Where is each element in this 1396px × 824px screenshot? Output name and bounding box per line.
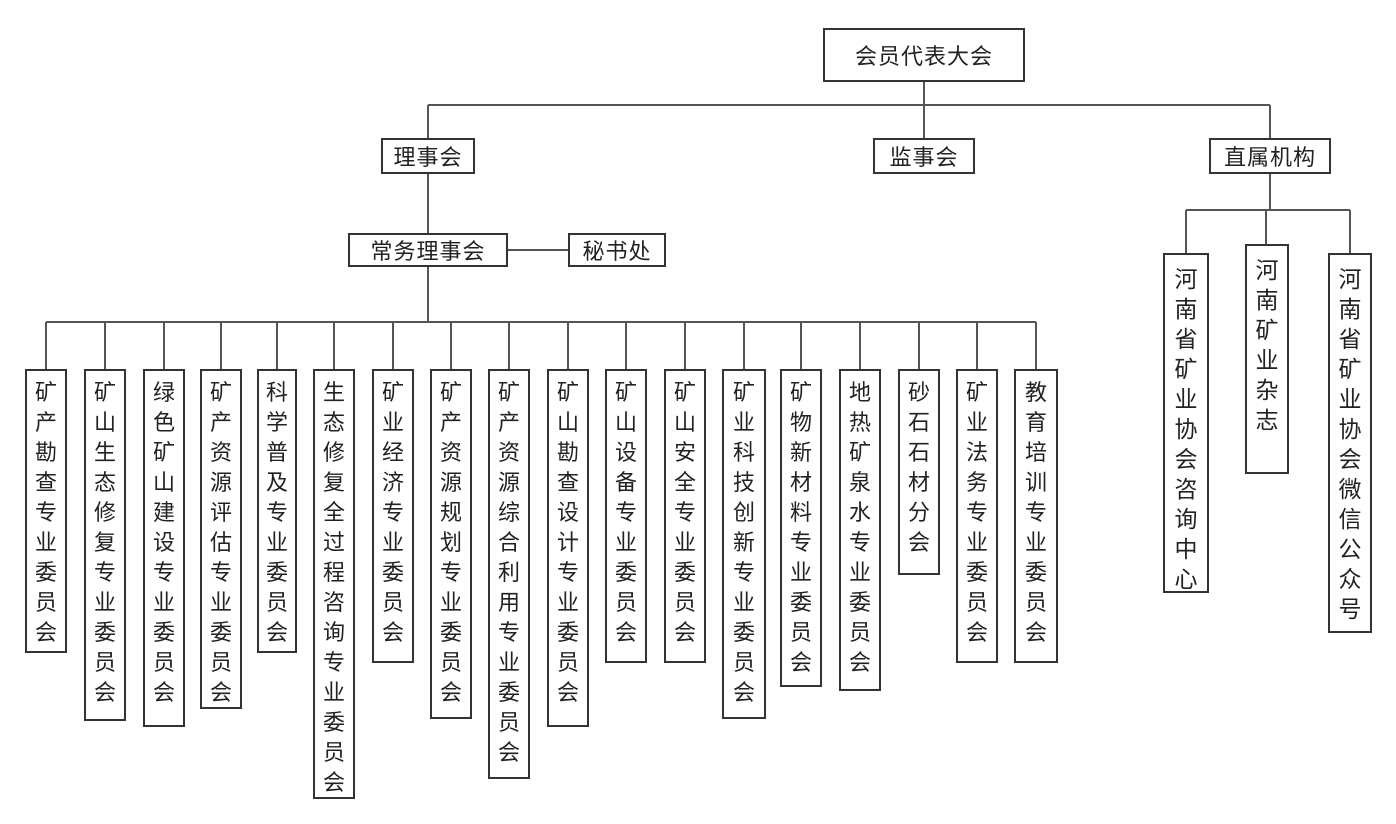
committee-drops [45,322,1037,369]
committee-node: 矿山勘查设计专业委员会 [547,369,589,727]
board-node: 理事会 [381,138,475,174]
committee-node: 砂石石材分会 [898,369,940,575]
committee-label: 生态修复全过程咨询专业委员会 [322,381,345,796]
standing-board-label: 常务理事会 [370,240,486,265]
direct-institutions-node: 直属机构 [1209,138,1331,174]
committee-node: 矿业科技创新专业委员会 [722,369,766,719]
committee-node: 科学普及专业委员会 [257,369,297,653]
committee-label: 科学普及专业委员会 [265,381,288,646]
institution-node: 河南矿业杂志 [1245,244,1289,474]
committee-node: 矿业法务专业委员会 [956,369,998,663]
committee-node: 生态修复全过程咨询专业委员会 [313,369,355,799]
committee-label: 绿色矿山建设专业委员会 [152,381,175,706]
committee-label: 矿山勘查设计专业委员会 [556,381,579,706]
committee-label: 地热矿泉水专业委员会 [848,381,871,676]
committee-node: 地热矿泉水专业委员会 [839,369,881,691]
institution-node: 河南省矿业协会咨询中心 [1163,253,1209,593]
committee-node: 矿业经济专业委员会 [372,369,414,663]
committee-label: 矿产资源综合利用专业委员会 [497,381,520,766]
committee-node: 矿产资源规划专业委员会 [430,369,472,719]
root-label: 会员代表大会 [854,45,993,70]
committee-node: 矿山安全专业委员会 [664,369,706,663]
committee-label: 矿产勘查专业委员会 [34,381,57,646]
committee-label: 矿山安全专业委员会 [673,381,696,646]
committee-node: 矿产勘查专业委员会 [25,369,67,653]
committee-label: 矿产资源评估专业委员会 [209,381,232,706]
committee-label: 教育培训专业委员会 [1024,381,1047,646]
committee-label: 矿山生态修复专业委员会 [93,381,116,706]
committee-node: 矿物新材料专业委员会 [780,369,822,687]
committee-label: 矿业科技创新专业委员会 [732,381,755,706]
board-label: 理事会 [393,146,463,171]
committee-node: 矿山设备专业委员会 [605,369,647,663]
committee-label: 矿物新材料专业委员会 [789,381,812,676]
committee-label: 矿业经济专业委员会 [381,381,404,646]
committee-node: 绿色矿山建设专业委员会 [143,369,185,727]
root-node: 会员代表大会 [823,28,1025,82]
standing-board-node: 常务理事会 [348,233,508,267]
committee-node: 矿产资源评估专业委员会 [200,369,242,709]
institution-label: 河南省矿业协会咨询中心 [1174,267,1198,593]
committee-label: 矿产资源规划专业委员会 [439,381,462,706]
committee-node: 教育培训专业委员会 [1014,369,1058,663]
committee-node: 矿产资源综合利用专业委员会 [488,369,530,779]
direct-institutions-label: 直属机构 [1223,146,1316,171]
institution-label: 河南矿业杂志 [1255,258,1279,434]
supervisory-board-node: 监事会 [873,138,975,174]
institution-label: 河南省矿业协会微信公众号 [1338,267,1362,623]
secretariat-node: 秘书处 [568,233,666,267]
secretariat-label: 秘书处 [582,240,652,265]
committee-node: 矿山生态修复专业委员会 [84,369,126,721]
institution-node: 河南省矿业协会微信公众号 [1328,253,1372,633]
committee-label: 矿山设备专业委员会 [614,381,637,646]
committee-label: 砂石石材分会 [907,381,930,556]
committee-label: 矿业法务专业委员会 [965,381,988,646]
supervisory-board-label: 监事会 [889,146,959,171]
